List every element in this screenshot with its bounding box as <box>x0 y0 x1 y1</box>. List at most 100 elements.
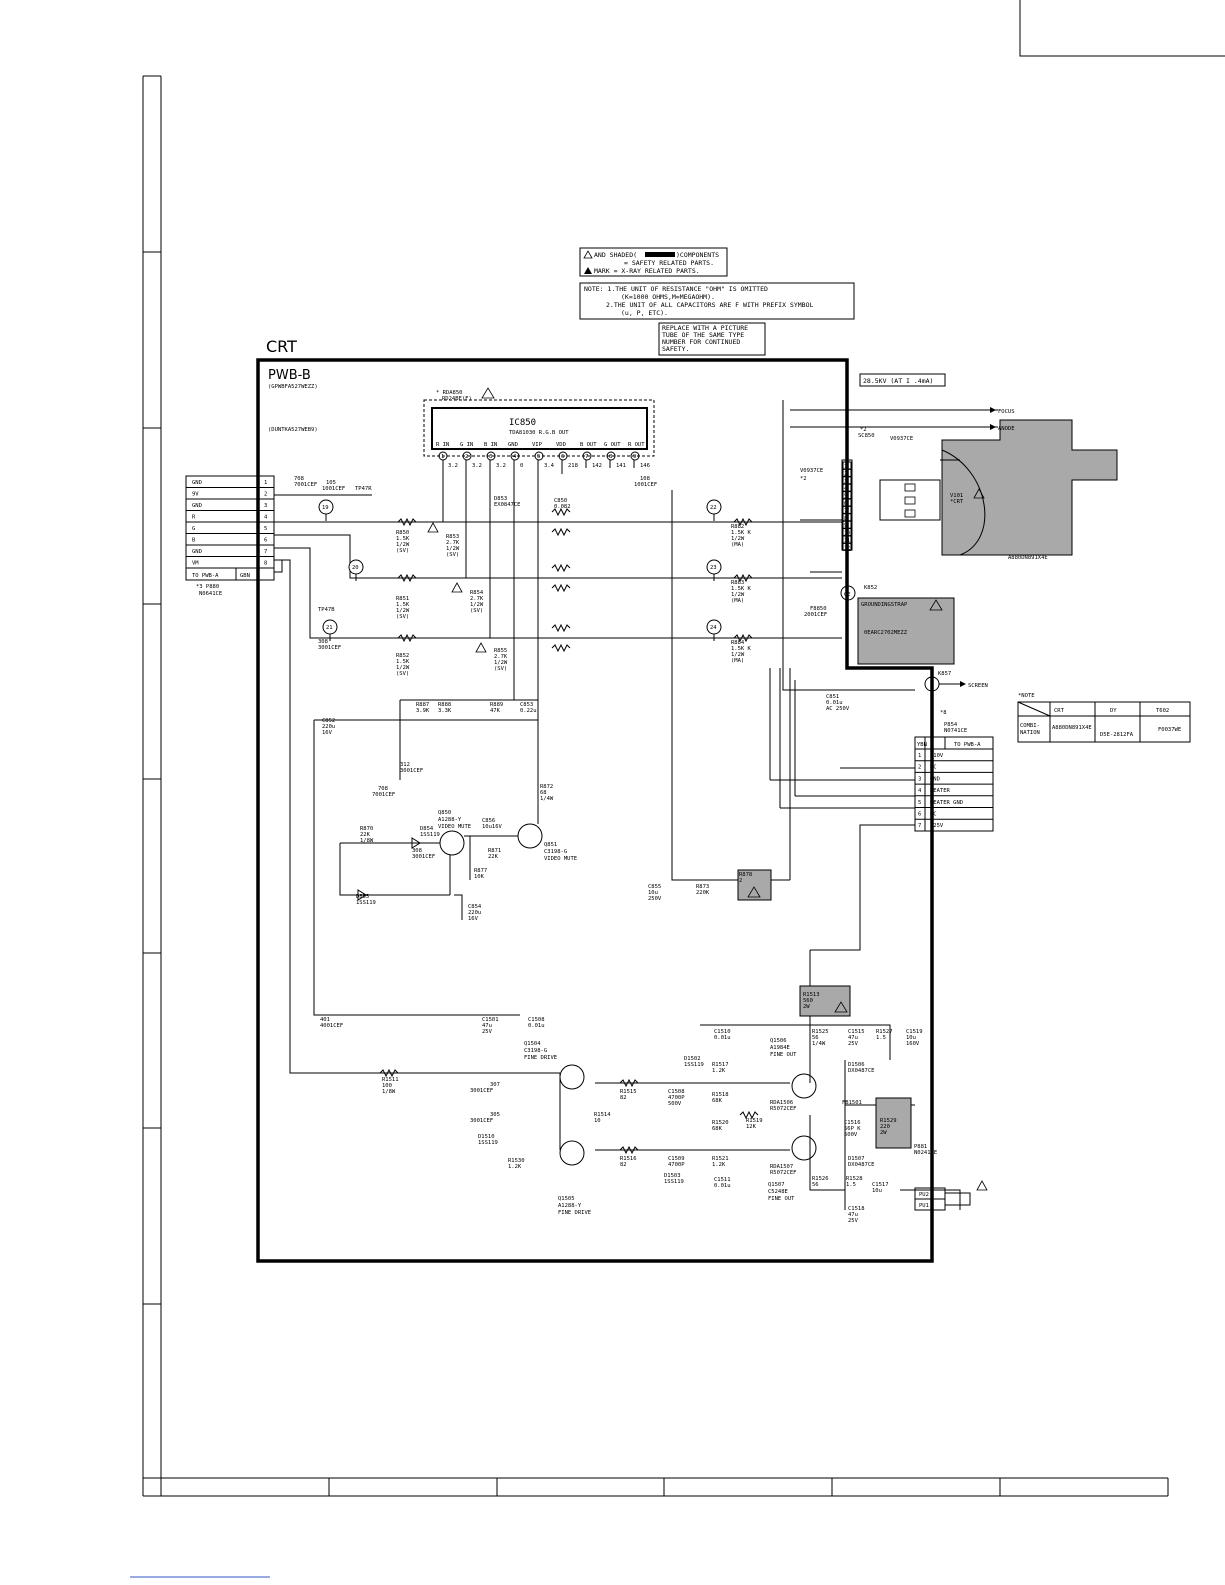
svg-text:(MA): (MA) <box>731 658 744 664</box>
svg-text:82: 82 <box>620 1095 627 1101</box>
connector-pin: 7 <box>918 823 921 829</box>
svg-text:25V: 25V <box>482 1029 493 1035</box>
svg-text:C850: C850 <box>554 498 567 504</box>
svg-text:25V: 25V <box>848 1041 859 1047</box>
svg-text:(u, P, ETC).: (u, P, ETC). <box>621 309 668 317</box>
svg-text:CRT: CRT <box>266 337 297 356</box>
svg-text:R1526: R1526 <box>812 1176 829 1182</box>
ic-pin-voltage: 142 <box>592 463 602 469</box>
svg-text:16V: 16V <box>468 916 479 922</box>
svg-text:C1518: C1518 <box>848 1206 865 1212</box>
svg-text:A880DN891X4E: A880DN891X4E <box>1008 555 1048 561</box>
svg-text:1001CEF: 1001CEF <box>634 482 657 488</box>
svg-text:100: 100 <box>382 1083 392 1089</box>
connector-pin: 5 <box>264 526 267 532</box>
crt-pin-number: 9 <box>844 523 847 529</box>
svg-text:C1509: C1509 <box>668 1156 685 1162</box>
connector-p881: P881 N0241CE PU2 PU1 <box>914 1144 988 1211</box>
svg-text:C852: C852 <box>322 718 335 724</box>
svg-text:2W: 2W <box>803 1004 810 1010</box>
connector-signal: HEATER GND <box>930 800 963 806</box>
svg-text:1/2W: 1/2W <box>494 660 508 666</box>
svg-text:F0037WE: F0037WE <box>1158 727 1181 733</box>
svg-text:(MA): (MA) <box>731 542 744 548</box>
svg-text:FB1501: FB1501 <box>842 1100 862 1106</box>
ic-pin <box>558 451 568 461</box>
svg-text:1.2K: 1.2K <box>712 1068 726 1074</box>
svg-text:1.5K: 1.5K <box>396 536 410 542</box>
ic-pin-voltage: 3.2 <box>496 463 506 469</box>
ic850: * RDA850 RD24BF(F) IC850 TDA81030 R.G.B … <box>423 387 655 469</box>
svg-text:D854: D854 <box>420 826 434 832</box>
svg-text:PWB-B: PWB-B <box>268 368 311 383</box>
svg-text:1.5K: 1.5K <box>396 602 410 608</box>
svg-text:C1508: C1508 <box>668 1089 685 1095</box>
transistor-q851 <box>517 823 543 849</box>
svg-text:500V: 500V <box>844 1132 858 1138</box>
warning-icon <box>481 387 495 399</box>
svg-text:1/2W: 1/2W <box>731 592 745 598</box>
ic-pin-voltage: 3.4 <box>544 463 555 469</box>
svg-text:= SAFETY RELATED PARTS.: = SAFETY RELATED PARTS. <box>624 259 714 267</box>
xray-icon <box>584 267 592 274</box>
ic-pin <box>462 451 472 461</box>
svg-text:1/8W: 1/8W <box>360 838 374 844</box>
test-point-number: 19 <box>322 505 329 511</box>
svg-text:R1528: R1528 <box>846 1176 863 1182</box>
svg-text:(SV): (SV) <box>446 552 459 558</box>
svg-text:*NOTE: *NOTE <box>1018 693 1035 699</box>
svg-text:56P K: 56P K <box>844 1126 861 1132</box>
connector-signal: NC <box>930 812 937 818</box>
svg-text:D1506: D1506 <box>848 1062 865 1068</box>
svg-text:7001CEF: 7001CEF <box>372 792 395 798</box>
svg-text:1/2W: 1/2W <box>396 665 410 671</box>
svg-text:C1516: C1516 <box>844 1120 861 1126</box>
svg-text:0.22u: 0.22u <box>520 708 537 714</box>
connector-pin: 1 <box>264 480 267 486</box>
svg-text:10: 10 <box>594 1118 601 1124</box>
svg-text:R873: R873 <box>696 884 709 890</box>
svg-text:R1518: R1518 <box>712 1092 729 1098</box>
crt-pin-number: 8 <box>844 516 847 522</box>
svg-text:R5072CEF: R5072CEF <box>770 1106 797 1112</box>
svg-text:(SV): (SV) <box>494 666 507 672</box>
svg-text:7001CEF: 7001CEF <box>294 482 317 488</box>
svg-text:1SS119: 1SS119 <box>664 1179 684 1185</box>
pwb-b-board: CRT PWB-B (GPWBFA527WEZZ) (DUNTKA527WEB9… <box>256 337 946 1263</box>
svg-text:2: 2 <box>739 878 742 884</box>
ic-pin-number: 1 <box>441 454 444 460</box>
ic-pin-number: 3 <box>489 454 492 460</box>
svg-text:305: 305 <box>490 1112 500 1118</box>
svg-text:C856: C856 <box>482 818 495 824</box>
svg-text:C1501: C1501 <box>482 1017 499 1023</box>
svg-text:25V: 25V <box>848 1218 859 1224</box>
svg-text:(SV): (SV) <box>396 548 409 554</box>
svg-text:C855: C855 <box>648 884 661 890</box>
svg-text:C853: C853 <box>520 702 533 708</box>
ic-pin-voltage: 141 <box>616 463 626 469</box>
svg-text:1/2W: 1/2W <box>731 536 745 542</box>
svg-text:C1517: C1517 <box>872 1182 889 1188</box>
svg-text:C1511: C1511 <box>714 1177 731 1183</box>
svg-text:(SV): (SV) <box>396 614 409 620</box>
svg-text:V0937CE: V0937CE <box>890 436 913 442</box>
svg-text:NOTE: 1.THE UNIT OF RESISTANCE: NOTE: 1.THE UNIT OF RESISTANCE "OHM" IS … <box>584 285 768 293</box>
crt-pin-number: 3 <box>844 479 847 485</box>
transistor-q850 <box>439 830 465 856</box>
svg-text:4001CEF: 4001CEF <box>320 1023 343 1029</box>
svg-text:1/4W: 1/4W <box>540 796 554 802</box>
svg-text:108: 108 <box>640 476 650 482</box>
crt-socket-pin <box>842 542 852 551</box>
svg-text:TUBE OF THE SAME TYPE: TUBE OF THE SAME TYPE <box>662 331 744 339</box>
svg-text:PU1: PU1 <box>919 1203 929 1209</box>
svg-text:D1510: D1510 <box>478 1134 495 1140</box>
svg-text:68K: 68K <box>712 1098 723 1104</box>
test-point-number: 22 <box>710 505 717 511</box>
ic-pin-voltage: 3.2 <box>448 463 458 469</box>
test-point-number: 20 <box>352 565 359 571</box>
